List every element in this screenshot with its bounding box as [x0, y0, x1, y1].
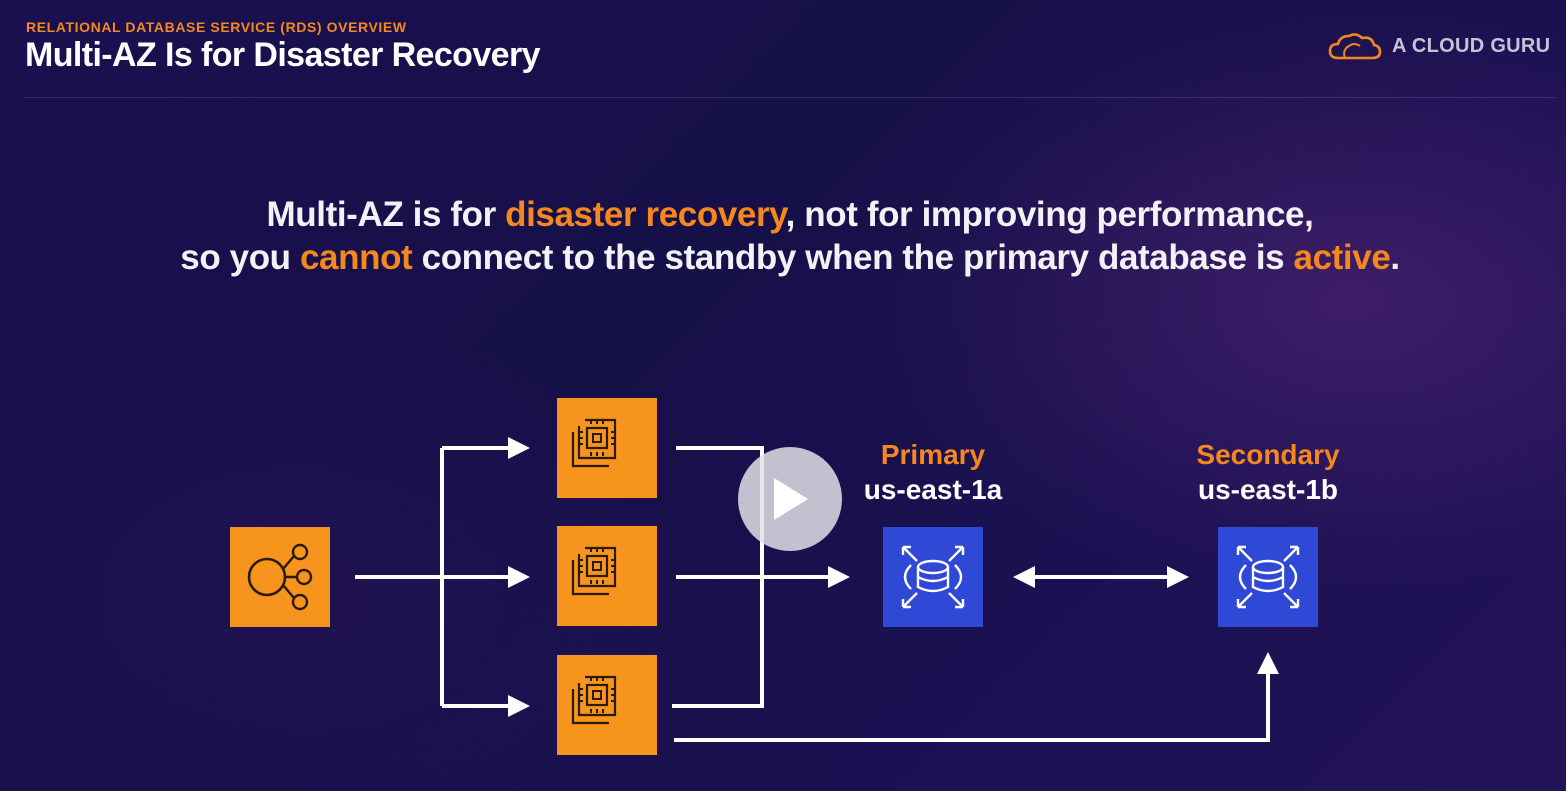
- secondary-role: Secondary: [1196, 439, 1340, 470]
- rds-primary-icon: [881, 525, 985, 629]
- header-divider: [24, 97, 1556, 98]
- statement-line-1: Multi-AZ is for disaster recovery, not f…: [267, 195, 1314, 234]
- ec2-instance-icon: [555, 524, 659, 628]
- main-statement: Multi-AZ is for disaster recovery, not f…: [0, 193, 1566, 279]
- statement-highlight: cannot: [299, 238, 413, 277]
- section-subtitle: RELATIONAL DATABASE SERVICE (RDS) OVERVI…: [26, 19, 407, 35]
- statement-text: so you: [180, 238, 300, 277]
- secondary-zone: us-east-1b: [1197, 474, 1339, 505]
- secondary-label: Secondary us-east-1b: [1148, 437, 1388, 507]
- statement-text: connect to the standby when the primary …: [412, 238, 1294, 277]
- play-icon: [774, 478, 808, 520]
- statement-highlight: disaster recovery: [505, 195, 786, 234]
- primary-zone: us-east-1a: [863, 474, 1003, 505]
- brand-logo: A CLOUD GURU: [1328, 30, 1550, 62]
- load-balancer-icon: [230, 527, 330, 627]
- play-button[interactable]: [738, 447, 842, 551]
- rds-secondary-icon: [1216, 525, 1320, 629]
- statement-highlight: active: [1293, 238, 1391, 277]
- primary-label: Primary us-east-1a: [813, 437, 1053, 507]
- statement-text: .: [1390, 238, 1400, 277]
- page-title: Multi-AZ Is for Disaster Recovery: [25, 36, 541, 74]
- statement-text: , not for improving performance,: [785, 195, 1314, 234]
- ec2-instance-icon: [555, 653, 659, 757]
- statement-text: Multi-AZ is for: [266, 195, 506, 234]
- logo-text: A CLOUD GURU: [1392, 34, 1551, 57]
- arrow-heads: [508, 437, 1279, 717]
- connector-lines: [355, 446, 1270, 742]
- primary-role: Primary: [880, 439, 986, 470]
- cloud-logo-icon: [1328, 33, 1382, 60]
- ec2-instance-icon: [555, 396, 659, 500]
- statement-line-2: so you cannot connect to the standby whe…: [180, 238, 1400, 277]
